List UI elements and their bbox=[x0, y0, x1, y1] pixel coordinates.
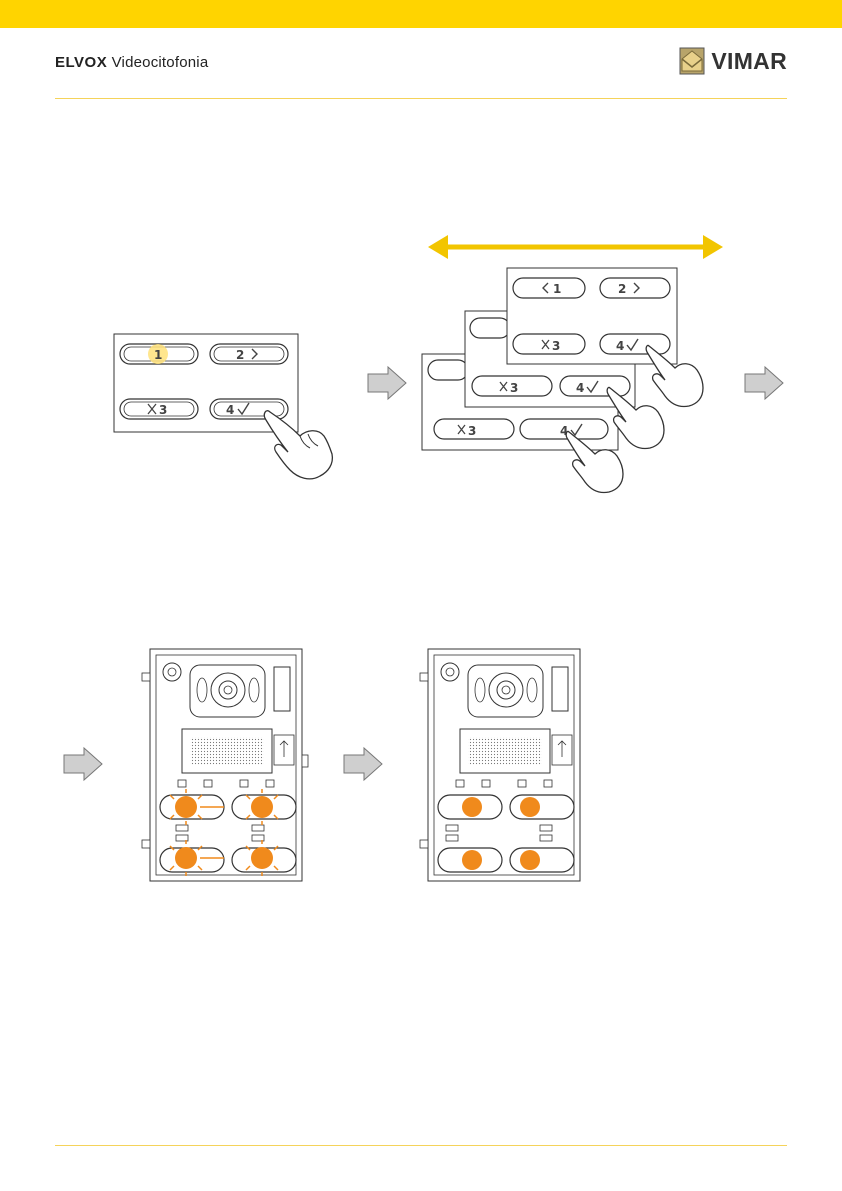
next-arrow-icon bbox=[342, 747, 384, 781]
keypad-panel-press: 1 2 3 4 bbox=[112, 332, 342, 482]
keypad-stack-scroll: 3 4 3 4 1 2 3 4 bbox=[420, 266, 740, 496]
scroll-double-arrow-icon bbox=[428, 234, 723, 260]
brand-title: ELVOX Videocitofonia bbox=[55, 54, 208, 71]
svg-text:3: 3 bbox=[552, 339, 560, 353]
key-4-label: 4 bbox=[226, 403, 234, 417]
door-module-steady bbox=[418, 645, 588, 885]
key-1-label: 1 bbox=[154, 348, 162, 362]
next-arrow-icon bbox=[62, 747, 104, 781]
page-header: ELVOX Videocitofonia VIMAR bbox=[55, 50, 787, 80]
key-2: 2 bbox=[210, 344, 288, 364]
logo-text: VIMAR bbox=[711, 48, 787, 75]
next-arrow-icon bbox=[743, 366, 785, 400]
header-rule bbox=[55, 98, 787, 99]
brand-light: Videocitofonia bbox=[107, 54, 208, 71]
svg-text:1: 1 bbox=[553, 282, 561, 296]
footer-rule bbox=[55, 1145, 787, 1146]
top-yellow-bar bbox=[0, 0, 842, 28]
svg-text:4: 4 bbox=[616, 339, 624, 353]
svg-text:4: 4 bbox=[576, 381, 584, 395]
vimar-house-icon bbox=[679, 47, 705, 75]
led-steady-3 bbox=[462, 850, 482, 870]
brand-bold: ELVOX bbox=[55, 54, 107, 71]
next-arrow-icon bbox=[366, 366, 408, 400]
led-steady-1 bbox=[462, 797, 482, 817]
key-2-label: 2 bbox=[236, 348, 244, 362]
key-3-label: 3 bbox=[159, 403, 167, 417]
key-1: 1 bbox=[120, 344, 198, 364]
vimar-logo: VIMAR bbox=[679, 46, 787, 76]
led-steady-4 bbox=[520, 850, 540, 870]
svg-text:3: 3 bbox=[510, 381, 518, 395]
key-3: 3 bbox=[120, 399, 198, 419]
svg-text:3: 3 bbox=[468, 424, 476, 438]
svg-text:2: 2 bbox=[618, 282, 626, 296]
led-steady-2 bbox=[520, 797, 540, 817]
door-module-blinking bbox=[140, 645, 310, 885]
